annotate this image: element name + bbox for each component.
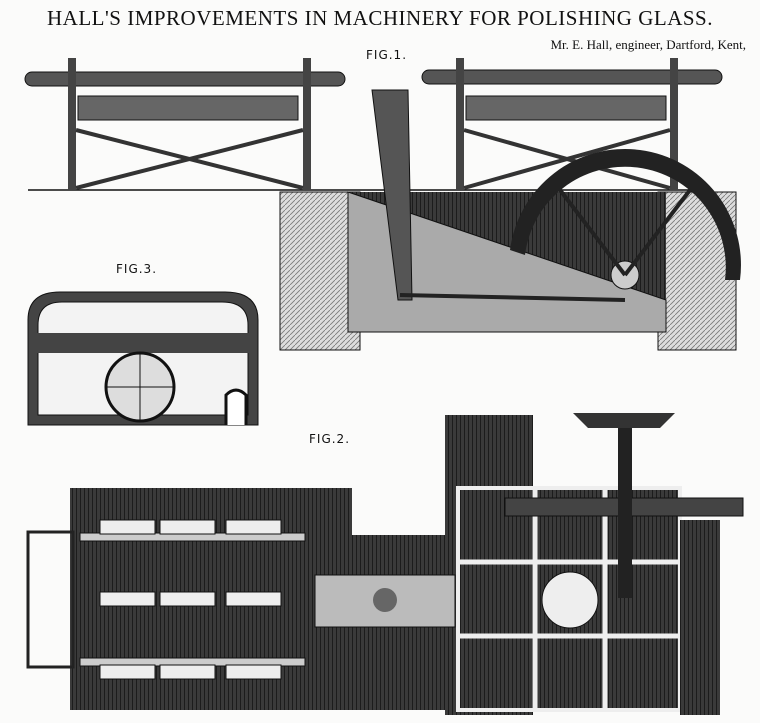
fig-2-drawing <box>26 413 744 715</box>
fig-3-drawing <box>27 291 259 426</box>
fig-3-label: FIG.3. <box>116 262 158 276</box>
fig-2-label: FIG.2. <box>309 432 351 446</box>
fig-1-drawing <box>24 58 741 351</box>
engineer-credit: Mr. E. Hall, engineer, Dartford, Kent, <box>550 37 746 52</box>
page-title: HALL'S IMPROVEMENTS IN MACHINERY FOR POL… <box>47 6 713 30</box>
fig-1-label: FIG.1. <box>366 48 408 62</box>
